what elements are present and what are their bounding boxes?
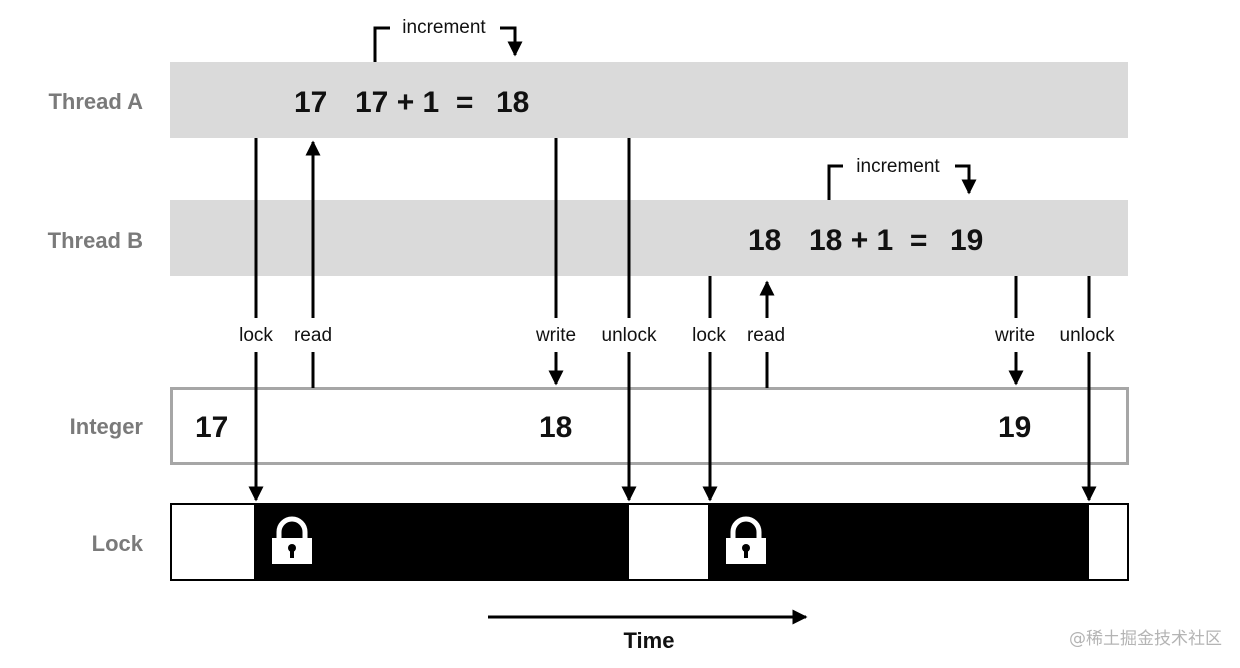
thread-b-lock-label: lock — [692, 325, 726, 346]
thread-b-band — [170, 200, 1128, 276]
thread-a-read-value: 17 — [294, 86, 327, 119]
thread-a-increment-label: increment — [402, 17, 486, 38]
padlock-icon — [726, 516, 766, 564]
thread-a-write-label: write — [535, 325, 576, 346]
thread-b-write-label: write — [994, 325, 1035, 346]
time-label: Time — [624, 628, 675, 653]
thread-a-lock-label: lock — [239, 325, 273, 346]
thread-b-expression: 18 + 1 = — [809, 224, 927, 257]
thread-b-increment-label: increment — [856, 156, 940, 177]
watermark-text: @稀土掘金技术社区 — [1069, 629, 1222, 649]
thread-a-result: 18 — [496, 86, 529, 119]
thread-a-band — [170, 62, 1128, 138]
integer-value-initial: 17 — [195, 411, 228, 444]
integer-value-after-b: 19 — [998, 411, 1031, 444]
thread-a-increment-bracket — [373, 26, 390, 62]
thread-b-label: Thread B — [48, 228, 143, 253]
lock-label: Lock — [92, 531, 144, 556]
thread-b-increment-arrow — [955, 164, 977, 195]
padlock-icon — [272, 516, 312, 564]
thread-a-read-label: read — [294, 325, 332, 346]
integer-label: Integer — [70, 414, 144, 439]
integer-value-after-a: 18 — [539, 411, 572, 444]
thread-a-unlock-label: unlock — [602, 325, 657, 346]
lock-held-b — [708, 504, 1089, 580]
thread-b-increment-bracket — [827, 164, 843, 200]
thread-b-result: 19 — [950, 224, 983, 257]
integer-box — [170, 387, 1129, 465]
thread-b-unlock-label: unlock — [1060, 325, 1115, 346]
thread-b-read-label: read — [747, 325, 785, 346]
thread-b-read-value: 18 — [748, 224, 781, 257]
thread-a-increment-arrow — [500, 26, 523, 57]
thread-a-expression: 17 + 1 = — [355, 86, 473, 119]
thread-a-label: Thread A — [48, 89, 143, 114]
lock-held-a — [254, 504, 629, 580]
